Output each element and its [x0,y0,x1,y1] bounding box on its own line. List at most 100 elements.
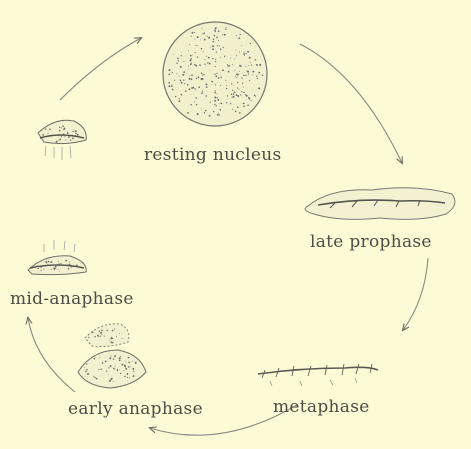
stipple-dot [226,85,227,86]
stipple-dot [125,361,126,362]
stipple-dot [209,63,211,65]
stipple-dot [49,128,51,130]
stipple-dot [220,57,221,58]
stipple-dot [247,104,249,106]
stipple-dot [218,30,220,32]
stipple-dot [215,93,216,94]
stipple-dot [206,56,207,57]
stipple-dot [190,58,192,60]
stipple-dot [238,37,240,39]
stipple-dot [53,268,55,270]
stipple-dot [37,265,38,266]
stipple-dot [110,365,112,367]
stipple-dot [212,58,213,59]
stipple-dot [105,361,107,363]
stipple-dot [255,59,256,60]
stipple-dot [189,75,190,76]
stipple-dot [231,83,232,84]
stipple-dot [258,72,260,74]
stipple-dot [224,56,225,57]
stipple-dot [79,266,80,267]
stipple-dot [53,267,54,268]
stipple-dot [215,90,216,91]
stipple-dot [214,97,216,99]
stipple-dot [58,134,59,135]
stipple-dot [214,74,215,75]
stipple-dot [225,29,226,30]
stipple-dot [224,34,226,36]
stipple-dot [122,338,123,339]
stipple-dot [104,336,105,337]
stipple-dot [239,52,240,53]
stipple-dot [232,109,233,110]
stipple-dot [237,106,239,108]
stipple-dot [168,85,170,87]
stipple-dot [46,261,48,263]
stipple-dot [99,330,100,331]
stipple-dot [47,264,48,265]
stipple-dot [75,133,77,135]
stipple-dot [235,70,236,71]
stipple-dot [194,101,195,102]
stipple-dot [214,100,216,102]
stage-label-resting-nucleus: resting nucleus [144,145,282,165]
stipple-dot [59,140,60,141]
stipple-dot [218,40,219,41]
stipple-dot [110,355,111,356]
stipple-dot [192,55,193,56]
stipple-dot [241,77,242,78]
stipple-dot [239,65,241,67]
stipple-dot [178,100,180,102]
stipple-dot [220,109,222,111]
stipple-dot [251,65,252,66]
stipple-dot [71,266,72,267]
stipple-dot [206,95,207,96]
stipple-dot [191,63,192,64]
stipple-dot [215,27,217,29]
stipple-dot [236,94,238,96]
stipple-dot [218,77,220,79]
stipple-dot [184,83,185,84]
stipple-dot [181,94,183,96]
stipple-dot [243,106,245,108]
stipple-dot [99,357,100,358]
stipple-dot [59,271,60,272]
stipple-dot [183,71,185,73]
stipple-dot [202,91,203,92]
stipple-dot [43,266,44,267]
stipple-dot [218,99,219,100]
stipple-dot [120,373,121,374]
stipple-dot [243,87,244,88]
stipple-dot [256,64,258,66]
stipple-dot [132,368,134,370]
stipple-dot [246,95,248,97]
stipple-dot [47,133,48,134]
stipple-dot [218,113,219,114]
stipple-dot [109,357,111,359]
stipple-dot [68,268,70,270]
stipple-dot [172,89,174,91]
stipple-dot [180,79,182,81]
stipple-dot [214,35,215,36]
stipple-dot [205,110,206,111]
stipple-dot [245,53,246,54]
stipple-dot [101,329,103,331]
stipple-dot [243,52,244,53]
stipple-dot [120,356,121,357]
stipple-dot [197,45,198,46]
stipple-dot [115,355,116,356]
stipple-dot [124,376,125,377]
stipple-dot [40,267,41,268]
resting-nucleus-illustration [163,22,267,126]
stipple-dot [113,381,114,382]
stipple-dot [227,88,228,89]
stipple-dot [243,102,245,104]
stipple-dot [171,72,172,73]
stipple-dot [191,87,193,89]
stipple-dot [77,265,78,266]
stipple-dot [253,71,254,72]
stipple-dot [208,37,210,39]
stipple-dot [64,136,65,137]
stipple-dot [207,62,208,63]
stipple-dot [100,368,102,370]
